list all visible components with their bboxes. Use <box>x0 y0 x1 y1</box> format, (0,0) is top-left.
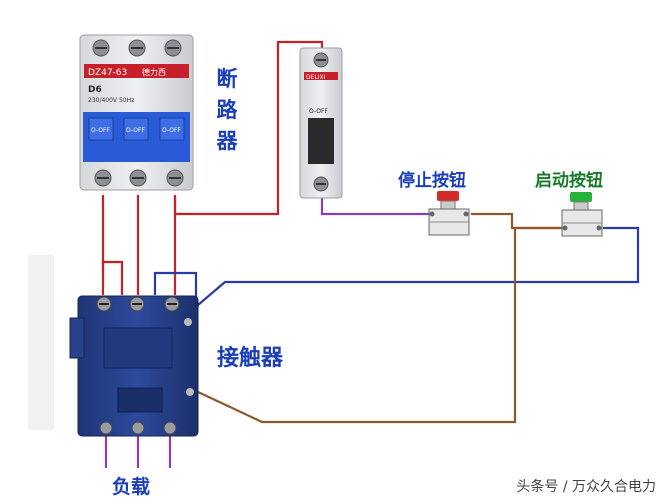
breaker-off-3: O-OFF <box>162 127 181 134</box>
breaker-model: DZ47-63 <box>88 68 127 78</box>
single-breaker-band <box>304 72 338 80</box>
single-breaker-brand: DELIXI <box>306 74 326 81</box>
wire-red-loop <box>101 260 124 295</box>
breaker-rating: D6 <box>88 85 102 95</box>
contactor-device <box>69 295 199 437</box>
wire-blue-return <box>192 226 640 319</box>
wire-red-control <box>173 40 324 216</box>
breaker-brand-band <box>84 64 189 78</box>
start-button-cap <box>570 192 592 202</box>
start-button-label: 启动按钮 <box>535 171 603 191</box>
wire-brown-series <box>471 212 563 230</box>
background-shadow <box>28 255 54 430</box>
wire-purple <box>320 196 430 216</box>
breaker-off-1: O-OFF <box>91 127 110 134</box>
breaker-off-2: O-OFF <box>126 127 145 134</box>
start-button-device <box>561 192 603 237</box>
contactor-top-terminals <box>96 296 180 312</box>
stop-button-label: 停止按钮 <box>398 171 466 191</box>
breaker-bottom-terminals <box>94 169 184 187</box>
load-label: 负载 <box>112 476 151 498</box>
wire-brown-hold <box>197 226 563 424</box>
contactor-bottom-terminals <box>99 421 177 435</box>
breaker-label: 断路器 <box>216 67 238 153</box>
contactor-label: 接触器 <box>217 346 284 371</box>
stop-button-cap <box>437 191 459 201</box>
breaker-top-terminals <box>92 39 182 57</box>
breaker-brand: 德力西 <box>142 67 166 77</box>
wires <box>101 40 640 468</box>
three-pole-breaker: DZ47-63 德力西 D6 230/400V 50Hz O-OFF O-OFF… <box>79 34 194 191</box>
single-breaker-handle <box>308 118 334 164</box>
stop-button-device <box>428 191 470 236</box>
single-pole-breaker: DELIXI O-OFF <box>299 47 343 199</box>
single-breaker-off: O-OFF <box>309 108 328 115</box>
breaker-spec: 230/400V 50Hz <box>88 97 134 104</box>
watermark: 头条号 / 万众久合电力 <box>516 479 656 495</box>
